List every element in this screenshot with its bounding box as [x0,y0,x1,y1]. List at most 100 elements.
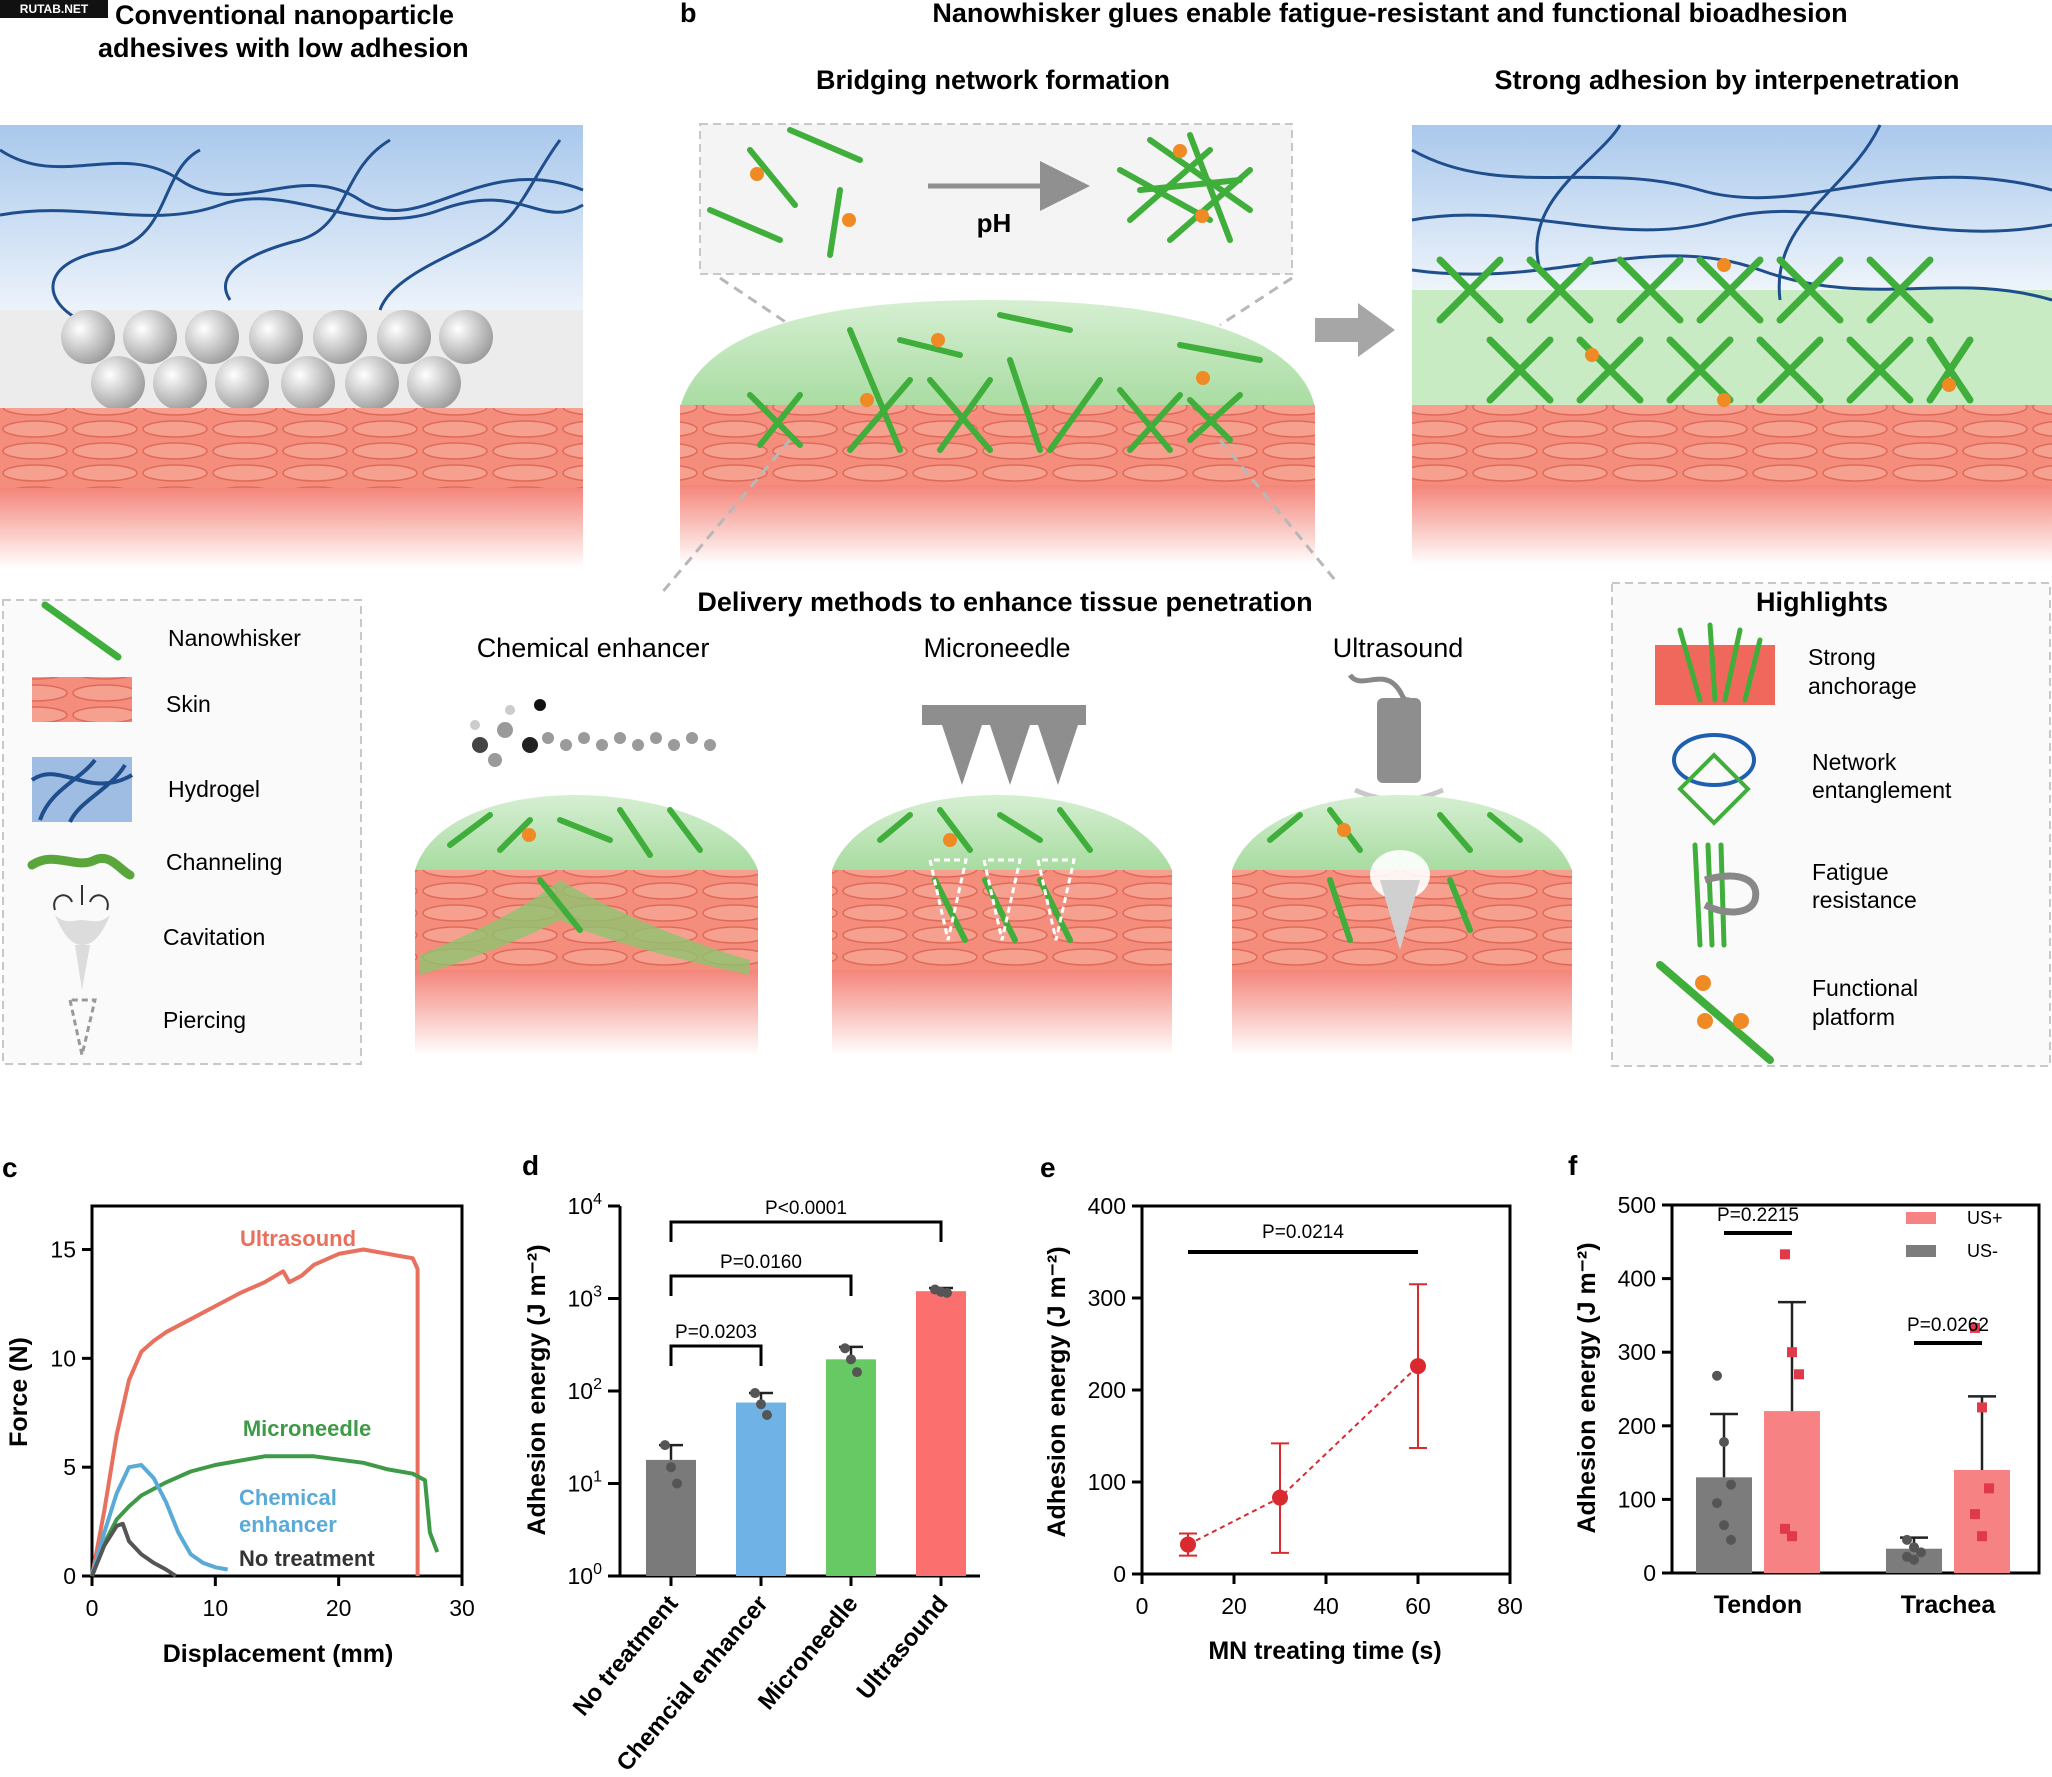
nanoparticles [61,310,493,410]
d-significance-bracket [669,1274,853,1296]
dome-nanowhiskers [747,312,1263,453]
e-ylabel: Adhesion energy (J m⁻²) [1043,1246,1071,1537]
network-particle [1717,393,1731,407]
e-ytick-label: 0 [1113,1561,1126,1587]
d-data-point [942,1287,952,1298]
d-data-point [762,1410,772,1421]
f-xtick-label: Trachea [1901,1591,1997,1619]
legend-skin: Skin [166,691,211,717]
f-ytick-label: 500 [1618,1192,1656,1218]
panel-c-frame [90,1204,464,1578]
e-ytick-label: 300 [1088,1285,1126,1311]
d-data-point [672,1478,682,1489]
f-legend-usplus-swatch [1906,1212,1936,1224]
method-chemical-label: Chemical enhancer [477,633,710,663]
f-data-point [1984,1483,1994,1494]
highlight-3-line2: resistance [1812,887,1917,913]
c-xtick-label: 10 [203,1595,229,1621]
c-xtick-label: 30 [449,1595,475,1621]
panel-d-letter: d [522,1150,539,1181]
method-microneedle-label: Microneedle [923,633,1070,663]
inset-particle [1195,209,1209,223]
e-xtick-label: 0 [1136,1593,1149,1619]
molecule-icon [470,699,716,767]
method-ultrasound-label: Ultrasound [1333,633,1464,663]
interpenetrating-nanowhiskers [1436,256,1974,404]
e-trend-line [1187,1365,1419,1546]
d-xtick-label: Ultrasound [851,1591,953,1705]
c-xlabel: Displacement (mm) [163,1640,394,1668]
c-ylabel: Force (N) [5,1337,33,1447]
process-arrow [1315,303,1395,357]
watermark-badge [0,0,108,18]
d-bar [826,1359,876,1576]
skin-icon [32,677,132,722]
f-data-point [1712,1370,1722,1381]
f-data-point [1970,1322,1980,1333]
zoom-line-right [1219,276,1293,327]
functional-platform-icon [1656,961,1774,1064]
panel-b-title: Nanowhisker glues enable fatigue-resista… [932,0,1847,28]
ultrasound-probe-icon [1377,698,1421,783]
skin-layer [0,408,583,488]
f-ytick-label: 300 [1618,1339,1656,1365]
e-xtick-label: 40 [1313,1593,1339,1619]
network-particle [1942,378,1956,392]
f-data-point [1977,1402,1987,1413]
d-ytick-label: 103 [568,1284,603,1312]
c-ytick-label: 10 [50,1345,76,1371]
inset-nanowhisker-network [1117,132,1253,243]
c-xtick-label: 0 [86,1595,99,1621]
c-ytick-label: 0 [63,1563,76,1589]
e-data-point [1180,1536,1196,1553]
d-bar [646,1459,696,1576]
highlights-title: Highlights [1756,587,1888,617]
cavitation-icon [53,894,109,911]
f-data-point [1977,1531,1987,1542]
ultrasound-illustration [1232,673,1572,1055]
d-ytick-label: 104 [568,1191,603,1219]
panel-e-plot: P=0.0214 [1179,1222,1427,1557]
d-data-point [852,1367,862,1378]
c-label-microneedle: Microneedle [243,1416,371,1441]
d-data-point [846,1354,856,1365]
f-data-point [1902,1534,1912,1545]
f-ytick-label: 0 [1643,1560,1656,1586]
c-line-no-treatment [90,1521,177,1578]
c-line-ultrasound [90,1247,420,1577]
skin-layer-c [1412,405,2052,485]
c-ytick-label: 5 [63,1454,76,1480]
panel-e-letter: e [1040,1152,1056,1183]
c-label-ultrasound: Ultrasound [240,1226,356,1251]
d-xtick-label: Chemcial enhancer [611,1591,773,1777]
f-ytick-label: 200 [1618,1413,1656,1439]
f-data-point [1970,1509,1980,1520]
f-data-point [1909,1554,1919,1565]
channeling-icon [27,853,135,880]
e-data-point [1272,1489,1288,1506]
f-data-point [1712,1498,1722,1509]
e-ytick-label: 200 [1088,1377,1126,1403]
chemical-enhancer-illustration [415,699,758,1055]
d-ylabel: Adhesion energy (J m⁻²) [523,1244,551,1535]
inset-particle [750,167,764,181]
watermark-text: RUTAB.NET [20,2,89,16]
skin-fade-c [1412,485,2052,565]
f-ytick-label: 400 [1618,1266,1656,1292]
c-label-no-treatment: No treatment [239,1546,375,1571]
f-pvalue: P=0.2215 [1717,1205,1799,1226]
legend-hydrogel: Hydrogel [168,776,260,802]
legend-nanowhisker: Nanowhisker [168,625,301,651]
f-pvalue: P=0.0262 [1907,1315,1989,1336]
d-data-point [660,1440,670,1451]
network-particle [1717,258,1731,272]
dome-particle [1196,371,1210,385]
highlights-box: Highlights Strong anchorage Network enta… [1611,582,2051,1067]
highlight-4-line2: platform [1812,1004,1895,1030]
